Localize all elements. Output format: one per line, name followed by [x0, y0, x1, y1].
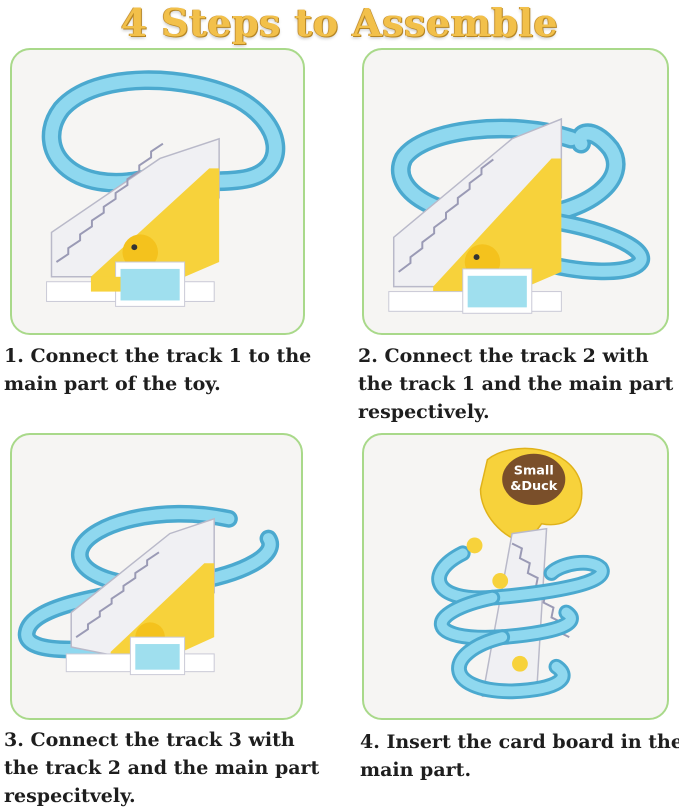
step-3-line-2: the track 2 and the main part [4, 757, 320, 779]
step-1-line-2: main part of the toy. [4, 373, 221, 395]
step-1-line-1: 1. Connect the track 1 to the [4, 345, 312, 367]
step-2-image [362, 48, 669, 335]
sign-text-line-2: &Duck [510, 479, 557, 494]
step-4-line-1: 4. Insert the card board in the [360, 731, 679, 753]
sign-text-line-1: Small [514, 463, 554, 478]
toy-illustration-step-3 [17, 504, 280, 676]
step-2-line-1: 2. Connect the track 2 with [358, 345, 649, 367]
step-2-line-3: respectively. [358, 401, 490, 423]
step-1-caption: 1. Connect the track 1 to the main part … [4, 342, 311, 398]
step-3-image [10, 433, 303, 720]
step-2-line-2: the track 1 and the main part [358, 373, 674, 395]
step-3-line-3: respecitvely. [4, 785, 136, 807]
page-title: 4 Steps to Assemble [120, 0, 559, 45]
step-3-caption: 3. Connect the track 3 with the track 2 … [4, 726, 319, 810]
step-4-line-2: main part. [360, 759, 472, 781]
step-1-image [10, 48, 305, 335]
step-3-line-1: 3. Connect the track 3 with [4, 729, 295, 751]
toy-illustration-step-1 [41, 70, 286, 307]
toy-illustration-step-2 [388, 117, 650, 314]
step-4-image: Small &Duck [362, 433, 669, 720]
step-2-caption: 2. Connect the track 2 with the track 1 … [358, 342, 673, 426]
step-4-caption: 4. Insert the card board in the main par… [360, 728, 679, 784]
toy-illustration-step-4: Small &Duck [431, 447, 610, 700]
